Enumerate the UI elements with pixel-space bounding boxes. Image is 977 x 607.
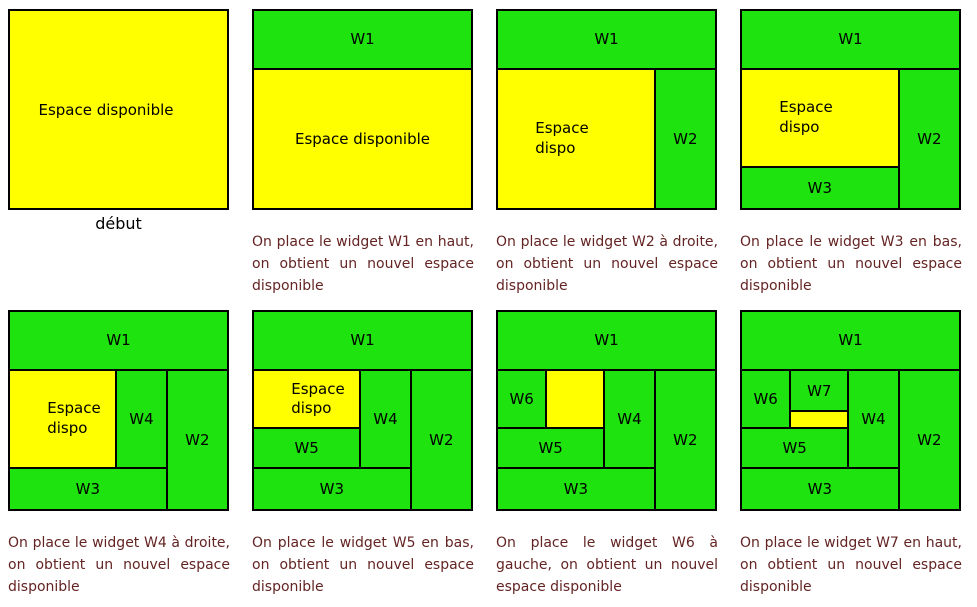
widget-w4-cell: W4	[116, 369, 167, 469]
panel-step-w5: W1 Espace dispo W5 W4 W3 W2 On place le …	[252, 310, 474, 598]
widget-label: W6	[509, 390, 534, 409]
widget-w1-cell: W1	[9, 311, 228, 370]
widget-w6-cell: W6	[497, 369, 547, 429]
caption: On place le widget W4 à droite, on obtie…	[8, 535, 230, 595]
widget-label: W3	[807, 480, 833, 499]
widget-w1-cell: W1	[253, 10, 472, 69]
widget-w3-cell: W3	[9, 468, 167, 510]
available-space-cell: Espace dispo	[741, 68, 899, 168]
widget-w3-cell: W3	[741, 468, 899, 510]
widget-label: W2	[185, 430, 210, 449]
widget-w1-cell: W1	[741, 311, 960, 370]
widget-w1-cell: W1	[497, 10, 716, 69]
layout-box: W1 W6 W5 W4 W3 W2	[496, 310, 717, 511]
widget-label: W1	[594, 30, 619, 49]
widget-label: W1	[594, 331, 619, 350]
available-space-label: Espace dispo	[47, 399, 101, 437]
widget-label: W7	[807, 381, 832, 400]
layout-box: Espace disponible	[8, 9, 229, 210]
widget-label: W1	[838, 30, 863, 49]
available-space-label: Espace dispo	[779, 98, 833, 136]
available-space-label: Espace disponible	[294, 129, 431, 148]
widget-w5-cell: W5	[741, 428, 849, 469]
widget-w4-cell: W4	[360, 369, 411, 469]
widget-w1-cell: W1	[741, 10, 960, 69]
widget-label: W4	[373, 409, 398, 428]
widget-w7-cell: W7	[790, 369, 849, 412]
caption: On place le widget W7 en haut, on obtien…	[740, 535, 962, 595]
caption: On place le widget W6 à gauche, on obtie…	[496, 535, 718, 595]
available-space-cell	[546, 369, 605, 429]
widget-w3-cell: W3	[497, 468, 655, 510]
widget-label: W3	[319, 480, 345, 499]
layout-box: W1 W6 W7 W5 W4 W3 W2	[740, 310, 961, 511]
widget-label: W1	[106, 331, 131, 350]
widget-w2-cell: W2	[898, 369, 960, 510]
widget-label: W3	[807, 179, 833, 198]
available-space-cell: Espace disponible	[253, 68, 472, 209]
widget-w2-cell: W2	[898, 68, 960, 209]
widget-label: W2	[917, 129, 942, 148]
available-space-cell: Espace dispo	[497, 68, 655, 209]
widget-label: W1	[350, 30, 375, 49]
layout-box: W1 Espace disponible	[252, 9, 473, 210]
widget-w4-cell: W4	[604, 369, 655, 469]
widget-label: W4	[861, 409, 886, 428]
available-space-cell: Espace dispo	[9, 369, 117, 469]
widget-label: W5	[538, 439, 563, 458]
widget-w5-cell: W5	[497, 428, 605, 469]
widget-label: W5	[782, 439, 807, 458]
layout-box: W1 Espace dispo W3 W2	[740, 9, 961, 210]
widget-w1-cell: W1	[497, 311, 716, 370]
widget-w3-cell: W3	[741, 167, 899, 209]
layout-box: W1 Espace dispo W5 W4 W3 W2	[252, 310, 473, 511]
available-space-cell: Espace disponible	[9, 10, 228, 209]
widget-w2-cell: W2	[654, 68, 716, 209]
panel-debut: Espace disponible début	[8, 9, 230, 234]
panel-step-w1: W1 Espace disponible On place le widget …	[252, 9, 474, 297]
panel-step-w4: W1 Espace dispo W4 W3 W2 On place le wid…	[8, 310, 230, 598]
panel-step-w6: W1 W6 W5 W4 W3 W2 On place le widget W6 …	[496, 310, 718, 598]
available-space-cell: Espace dispo	[253, 369, 361, 429]
widget-w2-cell: W2	[654, 369, 716, 510]
caption: On place le widget W3 en bas, on obtient…	[740, 234, 962, 294]
widget-label: W4	[129, 409, 154, 428]
widget-label: W5	[294, 439, 319, 458]
caption: début	[95, 214, 142, 233]
widget-label: W6	[753, 390, 778, 409]
layout-box: W1 Espace dispo W2	[496, 9, 717, 210]
widget-w3-cell: W3	[253, 468, 411, 510]
widget-w6-cell: W6	[741, 369, 791, 429]
caption: On place le widget W1 en haut, on obtien…	[252, 234, 474, 294]
panel-step-w2: W1 Espace dispo W2 On place le widget W2…	[496, 9, 718, 297]
panel-step-w3: W1 Espace dispo W3 W2 On place le widget…	[740, 9, 962, 297]
widget-w2-cell: W2	[166, 369, 228, 510]
widget-label: W2	[917, 430, 942, 449]
available-space-cell	[790, 411, 849, 429]
panel-step-w7: W1 W6 W7 W5 W4 W3 W2 On place le widget …	[740, 310, 962, 598]
widget-label: W3	[563, 480, 589, 499]
available-space-label: Espace disponible	[38, 100, 174, 119]
widget-label: W2	[673, 430, 698, 449]
caption: On place le widget W2 à droite, on obtie…	[496, 234, 718, 294]
layout-box: W1 Espace dispo W4 W3 W2	[8, 310, 229, 511]
available-space-label: Espace dispo	[535, 119, 589, 157]
widget-label: W3	[75, 480, 101, 499]
widget-label: W2	[429, 430, 454, 449]
widget-label: W1	[350, 331, 375, 350]
available-space-label: Espace dispo	[291, 379, 345, 418]
widget-w2-cell: W2	[410, 369, 472, 510]
widget-label: W1	[838, 331, 863, 350]
widget-w5-cell: W5	[253, 428, 361, 469]
widget-label: W4	[617, 409, 642, 428]
widget-label: W2	[673, 129, 698, 148]
widget-w4-cell: W4	[848, 369, 899, 469]
widget-w1-cell: W1	[253, 311, 472, 370]
caption: On place le widget W5 en bas, on obtient…	[252, 535, 474, 595]
